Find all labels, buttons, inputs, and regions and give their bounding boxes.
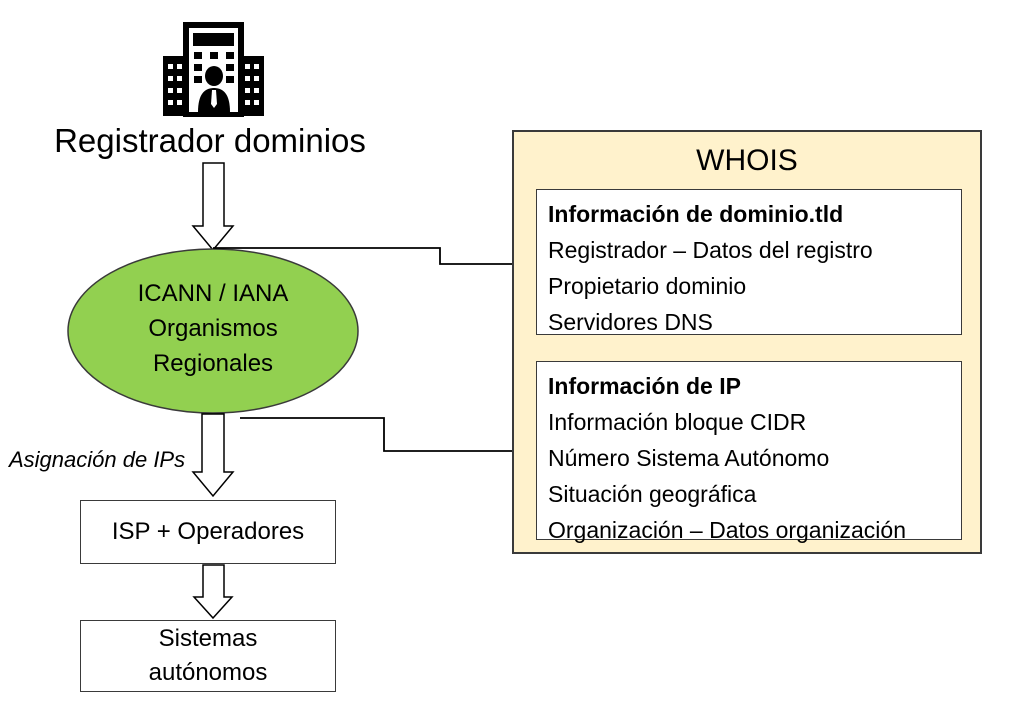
connector-domain-info	[213, 247, 534, 268]
whois-title: WHOIS	[696, 144, 798, 177]
connector-ip-info	[240, 417, 534, 455]
autonomous-systems-box: Sistemas autónomos	[80, 620, 336, 692]
ip-info-item: Situación geográfica	[548, 481, 757, 507]
systems-line-2: autónomos	[148, 659, 268, 686]
ip-info-title: Información de IP	[548, 373, 741, 399]
icann-ellipse	[67, 248, 359, 414]
ip-info-item: Número Sistema Autónomo	[548, 445, 830, 471]
isp-box: ISP + Operadores	[80, 500, 336, 564]
ip-info-item: Organización – Datos organización	[548, 517, 906, 543]
ip-info-box: Información de IP Información bloque CID…	[536, 361, 962, 543]
isp-label: ISP + Operadores	[111, 518, 305, 545]
building-person-icon	[163, 22, 264, 117]
icann-line-3: Regionales	[152, 350, 274, 377]
registrar-label: Registrador dominios	[54, 122, 366, 159]
domain-info-box: Información de dominio.tld Registrador –…	[536, 189, 962, 335]
arrow-icann-to-isp	[191, 413, 235, 498]
icann-line-2: Organismos	[148, 315, 278, 342]
icann-label: ICANN / IANA Organismos Regionales	[88, 276, 338, 381]
domain-info-item: Servidores DNS	[548, 309, 713, 335]
domain-info-item: Registrador – Datos del registro	[548, 237, 873, 263]
ip-assignment-label: Asignación de IPs	[9, 447, 186, 472]
systems-line-1: Sistemas	[158, 625, 258, 652]
arrow-registrar-to-icann	[191, 162, 235, 252]
arrow-isp-to-systems	[192, 564, 234, 620]
domain-info-title: Información de dominio.tld	[548, 201, 844, 227]
domain-info-item: Propietario dominio	[548, 273, 747, 299]
icann-line-1: ICANN / IANA	[137, 280, 289, 307]
ip-info-item: Información bloque CIDR	[548, 409, 807, 435]
